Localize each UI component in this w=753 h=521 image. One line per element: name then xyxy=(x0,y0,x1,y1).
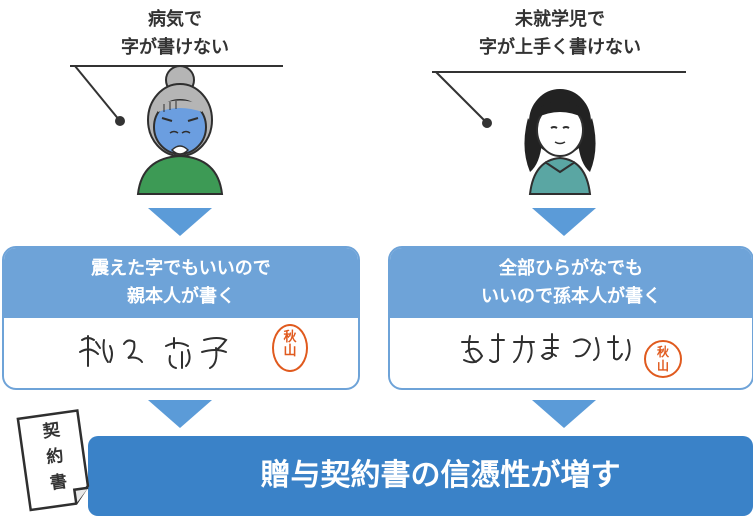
right-arrow-top xyxy=(532,208,596,236)
right-caption-line-2: 字が上手く書けない xyxy=(479,37,641,58)
left-seal-char-2: 山 xyxy=(283,344,297,359)
left-caption-line-1: 病気で xyxy=(148,9,202,30)
right-callout-dot xyxy=(482,118,492,128)
elder-signature xyxy=(79,335,228,369)
child-signature xyxy=(461,333,631,364)
contract-char-3: 書 xyxy=(48,471,69,494)
left-seal-char-1: 秋 xyxy=(283,330,297,345)
left-caption-line-2: 字が書けない xyxy=(121,37,229,58)
left-card-title-line-2: 親本人が書く xyxy=(127,286,235,307)
result-banner: 贈与契約書の信憑性が増す xyxy=(88,436,753,516)
right-card-title-line-2: いいので孫本人が書く xyxy=(481,286,661,307)
girl-illustration xyxy=(524,89,596,195)
right-card: 全部ひらがなでも いいので孫本人が書く 秋 山 xyxy=(388,246,753,390)
left-arrow-bottom xyxy=(148,400,212,428)
left-arrow-top xyxy=(148,208,212,236)
right-caption: 未就学児で 字が上手く書けない xyxy=(440,6,680,62)
right-seal-char-1: 秋 xyxy=(656,345,669,359)
right-arrow-bottom xyxy=(532,400,596,428)
right-seal-stamp: 秋 山 xyxy=(644,340,682,378)
left-caption: 病気で 字が書けない xyxy=(70,6,280,62)
left-card: 震えた字でもいいので 親本人が書く 秋 山 xyxy=(2,246,360,390)
right-caption-line-1: 未就学児で xyxy=(515,9,605,30)
left-card-title-line-1: 震えた字でもいいので xyxy=(91,258,271,279)
elderly-woman-illustration xyxy=(136,65,224,195)
right-seal-char-2: 山 xyxy=(656,359,669,373)
left-seal-stamp: 秋 山 xyxy=(272,324,308,372)
right-callout-line xyxy=(432,71,686,124)
left-callout-dot xyxy=(115,116,125,126)
right-card-title: 全部ひらがなでも いいので孫本人が書く xyxy=(390,248,752,318)
contract-document-icon xyxy=(16,409,90,512)
left-card-title: 震えた字でもいいので 親本人が書く xyxy=(4,248,358,318)
right-card-title-line-1: 全部ひらがなでも xyxy=(499,258,643,279)
